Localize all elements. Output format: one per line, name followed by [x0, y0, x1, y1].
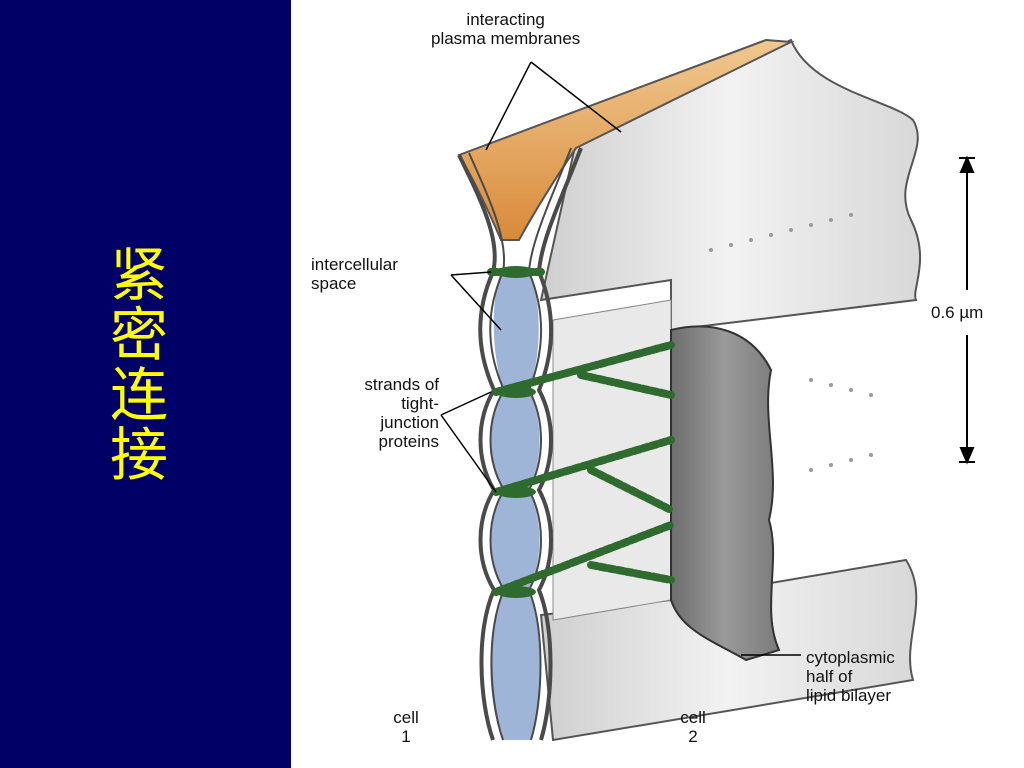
label-intercellular-space: intercellular space	[311, 255, 398, 293]
cell2-membrane-inner	[527, 147, 572, 741]
label-interacting-membranes: interacting plasma membranes	[431, 10, 581, 48]
cell2-membrane-outer	[536, 147, 583, 741]
upper-cell-wall	[539, 38, 921, 332]
label-scale: 0.6 µm	[931, 303, 984, 322]
slide-title: 紧密连接	[109, 241, 168, 489]
label-cell-2: cell 2	[680, 708, 706, 746]
cell1-membrane-outer	[457, 154, 497, 741]
membrane-particles	[709, 213, 873, 472]
cell1-membrane-inner	[468, 152, 506, 741]
label-cytoplasmic-half: cytoplasmic half of lipid bilayer	[806, 648, 895, 705]
strand-junction-nodes	[496, 266, 536, 598]
figure-panel: interacting plasma membranes intercellul…	[291, 0, 1024, 768]
label-tight-junction-strands: strands of tight- junction proteins	[364, 375, 439, 451]
scale-bar	[959, 155, 975, 465]
leader-lines	[440, 61, 801, 656]
tight-junction-diagram	[440, 38, 975, 742]
label-cell-1: cell 1	[393, 708, 419, 746]
cytoplasmic-leaf	[670, 325, 781, 662]
